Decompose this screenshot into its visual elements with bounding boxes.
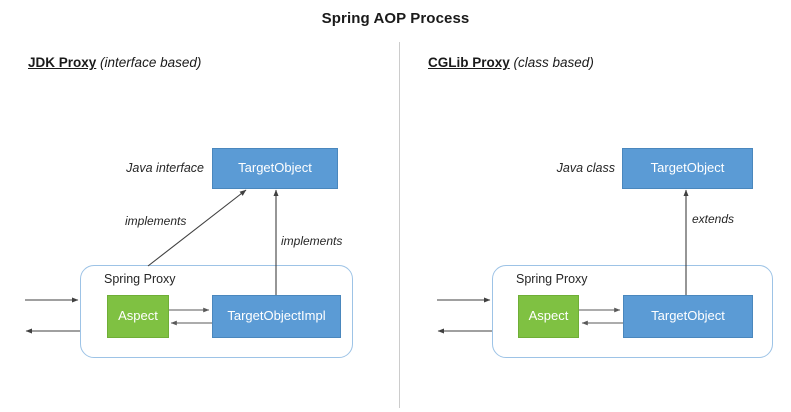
- section-header-jdk-proxy: JDK Proxy (interface based): [28, 55, 201, 70]
- left-implements-diagonal-label: implements: [125, 214, 187, 228]
- section-header-cglib-proxy: CGLib Proxy (class based): [428, 55, 594, 70]
- panel-divider: [399, 42, 400, 408]
- right-extends-label: extends: [692, 212, 735, 226]
- cglib-proxy-subtitle: (class based): [513, 55, 594, 70]
- right-spring-proxy-label: Spring Proxy: [516, 272, 588, 286]
- left-aspect-node: Aspect: [107, 295, 169, 338]
- left-implements-vertical-label: implements: [281, 234, 343, 248]
- page-title: Spring AOP Process: [321, 10, 470, 27]
- right-aspect-node: Aspect: [518, 295, 579, 338]
- right-spring-proxy-container: [492, 265, 773, 358]
- java-class-label: Java class: [556, 161, 615, 175]
- jdk-proxy-title: JDK Proxy: [28, 55, 97, 70]
- right-target-object-proxied-node: TargetObject: [623, 295, 753, 338]
- left-spring-proxy-label: Spring Proxy: [104, 272, 176, 286]
- left-implements-diagonal-arrow: [147, 189, 247, 267]
- right-target-object-node: TargetObject: [622, 148, 753, 189]
- left-target-object-node: TargetObject: [212, 148, 338, 189]
- left-target-object-impl-node: TargetObjectImpl: [212, 295, 341, 338]
- java-interface-label: Java interface: [126, 161, 204, 175]
- jdk-proxy-subtitle: (interface based): [100, 55, 202, 70]
- cglib-proxy-title: CGLib Proxy: [428, 55, 510, 70]
